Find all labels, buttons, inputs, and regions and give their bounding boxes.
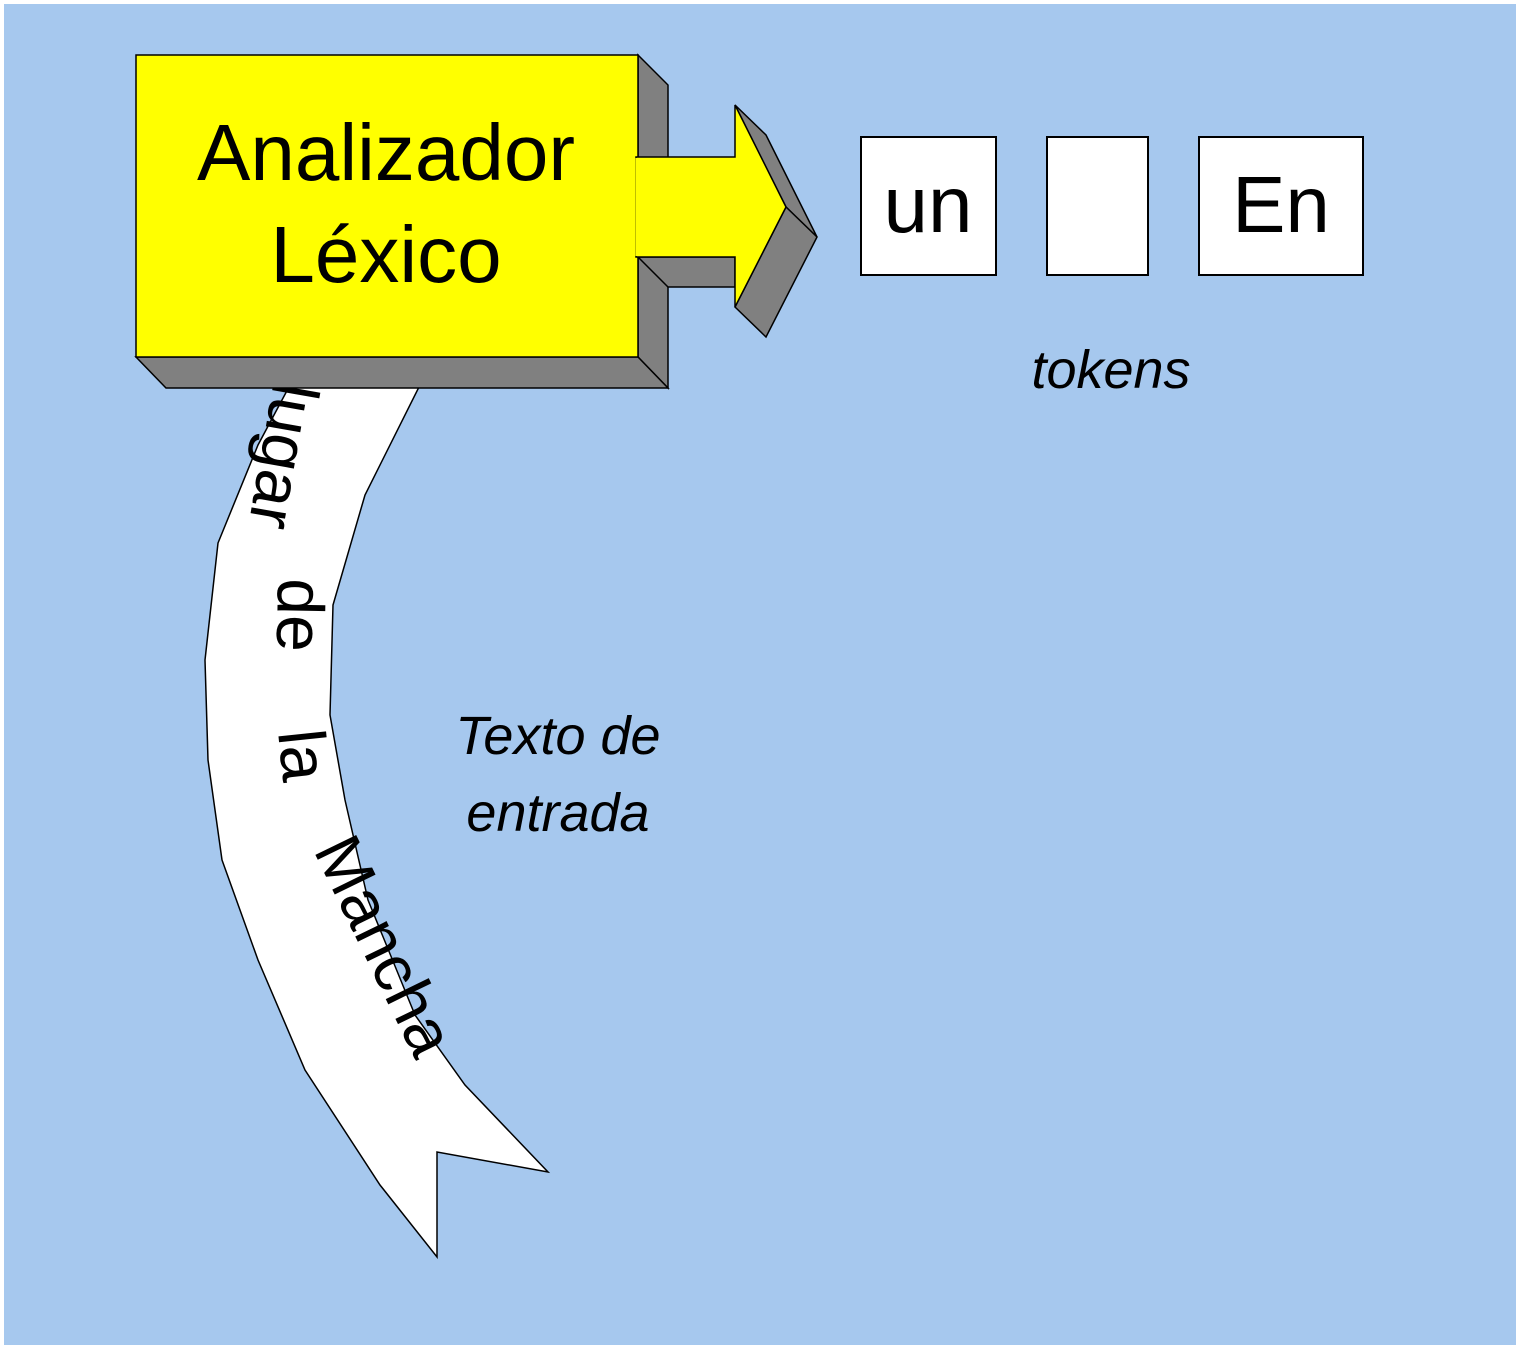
input-caption-line1: Texto de	[455, 706, 660, 766]
ribbon-word-de: de	[263, 578, 338, 653]
token-text-1: un	[884, 160, 973, 249]
output-arrow	[635, 104, 787, 308]
ribbon-word-la: la	[264, 726, 343, 785]
token-box-2	[1046, 136, 1149, 276]
analyzer-box-face	[135, 54, 639, 358]
input-caption: Texto de entrada	[455, 706, 660, 843]
analyzer-title-line2: Léxico	[270, 210, 501, 299]
ribbon-shape	[204, 384, 551, 1260]
input-caption-line2: entrada	[466, 783, 649, 843]
token-stream: un En tokens	[860, 136, 1364, 400]
token-box-3	[1198, 136, 1364, 276]
token-text-3: En	[1232, 160, 1330, 249]
token-box-1	[860, 136, 997, 276]
lexical-analyzer-block: Analizador Léxico	[134, 53, 818, 390]
tokens-caption: tokens	[1031, 340, 1190, 400]
analyzer-box-bottom	[134, 356, 670, 389]
analyzer-title-line1: Analizador	[197, 108, 575, 197]
